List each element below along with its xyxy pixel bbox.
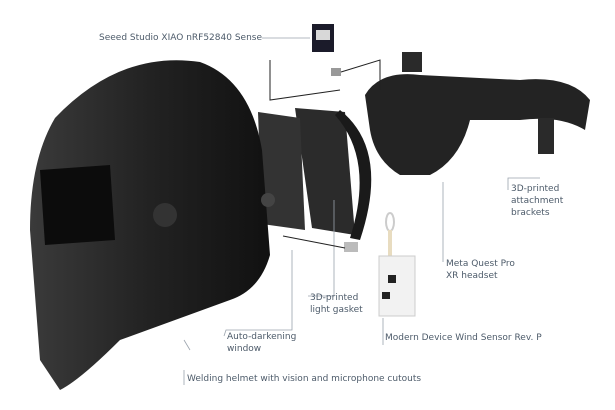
label-line: 3D-printed (511, 184, 560, 194)
label-line: 3D-printed (310, 293, 359, 303)
label-line: attachment (511, 196, 564, 206)
label-brackets: 3D-printed attachment brackets (511, 183, 563, 219)
label-line: Meta Quest Pro (446, 259, 515, 269)
label-line: XR headset (446, 271, 498, 281)
label-helmet: Welding helmet with vision and microphon… (187, 374, 422, 384)
label-headset: Meta Quest Pro XR headset (446, 258, 515, 282)
leader-lines (183, 37, 540, 385)
wind-sensor-illustration (344, 212, 416, 317)
label-wind-sensor: Modern Device Wind Sensor Rev. P (385, 333, 542, 343)
label-line: light gasket (310, 305, 363, 315)
label-window: Auto-darkening window (227, 331, 296, 355)
label-gasket: 3D-printed light gasket (310, 292, 363, 316)
headset-illustration (365, 52, 590, 175)
gasket-illustration (258, 108, 372, 240)
label-line: Auto-darkening (227, 332, 297, 342)
label-line: brackets (511, 208, 550, 218)
label-xiao-sensor: Seeed Studio XIAO nRF52840 Sense (99, 33, 262, 43)
helmet-illustration (30, 60, 275, 390)
cable-lines (269, 59, 381, 249)
label-line: window (227, 344, 262, 354)
xiao-board-illustration (312, 24, 341, 76)
